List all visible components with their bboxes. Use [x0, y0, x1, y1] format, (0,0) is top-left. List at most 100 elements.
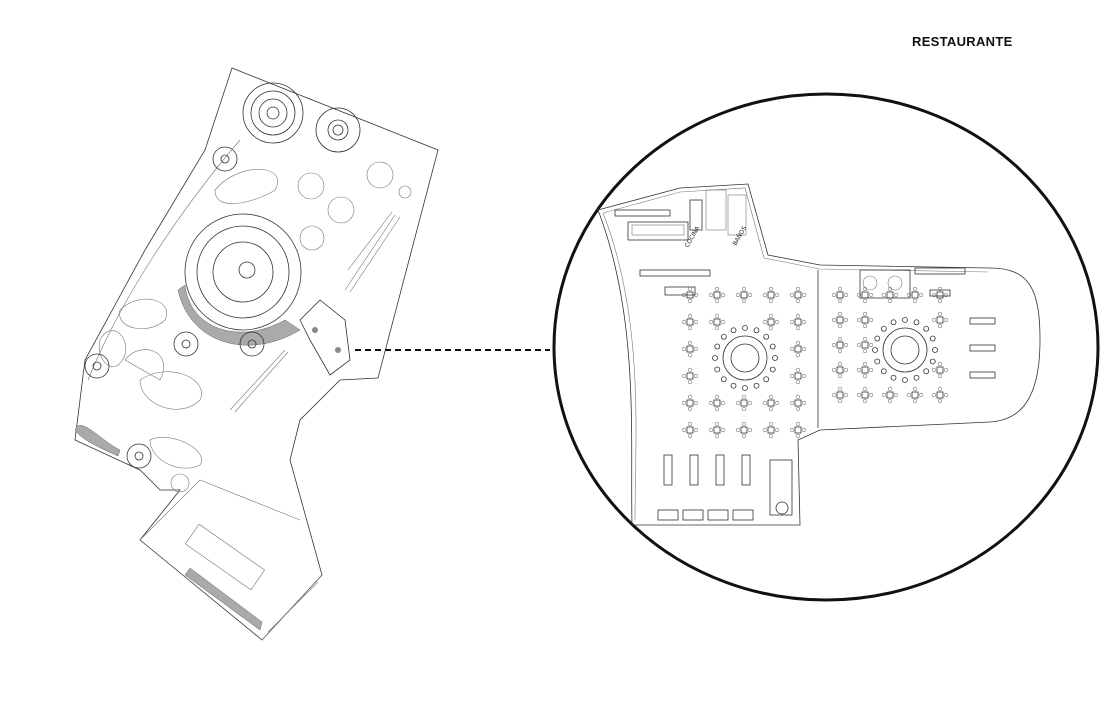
site-path	[87, 139, 241, 381]
table-with-chairs	[789, 340, 807, 358]
table-with-chairs	[831, 386, 849, 404]
table-with-chairs	[735, 394, 753, 412]
stool	[923, 368, 930, 375]
table-with-chairs	[856, 311, 874, 329]
table-with-chairs	[881, 286, 899, 304]
service-area	[769, 459, 793, 516]
stool	[714, 366, 721, 373]
stool	[874, 358, 881, 365]
stool	[742, 325, 748, 331]
parking-stripes	[229, 211, 401, 641]
table-with-chairs	[762, 286, 780, 304]
stool	[753, 382, 760, 389]
table-with-chairs	[681, 394, 699, 412]
stool	[742, 385, 748, 391]
site-boundary	[74, 67, 439, 641]
planters	[98, 161, 412, 493]
table-with-chairs	[762, 313, 780, 331]
site-plan	[74, 67, 439, 641]
table-with-chairs	[831, 336, 849, 354]
bar-counter	[639, 267, 966, 299]
table-with-chairs	[789, 421, 807, 439]
table-with-chairs	[906, 386, 924, 404]
table-with-chairs	[735, 421, 753, 439]
table-with-chairs	[708, 286, 726, 304]
table-with-chairs	[735, 286, 753, 304]
stool	[769, 366, 776, 373]
tree-planter-right	[882, 327, 928, 373]
table-with-chairs	[762, 421, 780, 439]
stool	[720, 333, 727, 340]
table-with-chairs	[789, 367, 807, 385]
table-with-chairs	[931, 386, 949, 404]
stool	[712, 355, 718, 361]
restrooms-label: BAÑOS	[732, 225, 749, 247]
table-with-chairs	[856, 286, 874, 304]
stool	[714, 343, 721, 350]
stool	[902, 377, 908, 383]
table-with-chairs	[789, 286, 807, 304]
gray-bed	[74, 425, 121, 457]
table-with-chairs	[681, 313, 699, 331]
table-with-chairs	[681, 286, 699, 304]
table-with-chairs	[931, 361, 949, 379]
stool	[763, 376, 770, 383]
section-title: RESTAURANTE	[912, 34, 1013, 49]
stool	[923, 325, 930, 332]
kitchen-label: COCINA	[684, 224, 702, 249]
table-with-chairs	[831, 286, 849, 304]
building-block	[184, 523, 266, 591]
stool	[772, 355, 778, 361]
table-with-chairs	[856, 361, 874, 379]
building-shadow	[184, 567, 263, 631]
table-with-chairs	[906, 286, 924, 304]
stool	[880, 368, 887, 375]
table-with-chairs	[789, 313, 807, 331]
stool	[872, 347, 878, 353]
table-with-chairs	[762, 394, 780, 412]
stool	[929, 358, 936, 365]
table-with-chairs	[681, 367, 699, 385]
floor-outline	[597, 183, 1041, 526]
stool	[730, 327, 737, 334]
table-with-chairs	[831, 311, 849, 329]
kitchen: COCINA	[614, 199, 703, 249]
table-with-chairs	[931, 311, 949, 329]
tree-planter-left	[722, 335, 768, 381]
table-with-chairs	[789, 394, 807, 412]
restaurant-location-marker	[299, 299, 351, 376]
spiral-garden	[242, 82, 304, 144]
booths	[657, 509, 754, 521]
stool	[763, 333, 770, 340]
stool	[929, 335, 936, 342]
stool	[874, 335, 881, 342]
fountain	[315, 107, 361, 153]
restaurant-floor-plan: COCINA BAÑOS	[597, 183, 1041, 526]
stool	[913, 374, 920, 381]
stool	[913, 319, 920, 326]
table-with-chairs	[681, 340, 699, 358]
table-with-chairs	[856, 336, 874, 354]
restrooms: BAÑOS	[705, 189, 749, 247]
detail-callout-circle	[552, 92, 1100, 602]
stool	[753, 327, 760, 334]
stool	[880, 325, 887, 332]
stool	[730, 382, 737, 389]
table-with-chairs	[708, 421, 726, 439]
stool	[890, 319, 897, 326]
stool	[720, 376, 727, 383]
table-with-chairs	[708, 394, 726, 412]
trees	[84, 146, 265, 469]
table-with-chairs	[708, 313, 726, 331]
stool	[890, 374, 897, 381]
table-with-chairs	[931, 286, 949, 304]
stool	[932, 347, 938, 353]
table-with-chairs	[831, 361, 849, 379]
long-tables	[663, 317, 996, 486]
dining-tables	[681, 286, 949, 439]
stool	[769, 343, 776, 350]
parking-area	[139, 479, 301, 541]
inner-wall	[602, 187, 989, 521]
table-with-chairs	[881, 386, 899, 404]
